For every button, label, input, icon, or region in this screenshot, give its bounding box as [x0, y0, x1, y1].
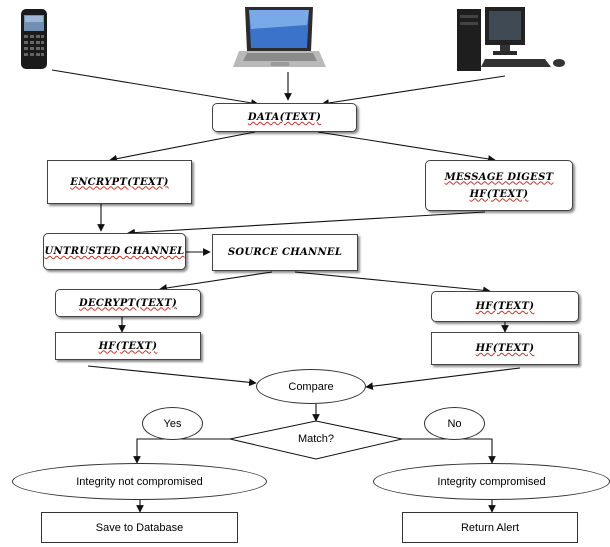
laptop-icon [233, 5, 327, 73]
hf-text-right-top-box: HF(TEXT) [431, 291, 579, 322]
message-digest-box: MESSAGE DIGEST HF(TEXT) [425, 160, 573, 211]
no-label: No [447, 417, 462, 430]
arrow-hf-left-to-compare [87, 365, 257, 387]
match-label: Match? [297, 433, 335, 445]
integrity-not-compromised-label: Integrity not compromised [76, 475, 203, 488]
compare-label: Compare [288, 380, 334, 393]
source-channel-box: SOURCE CHANNEL [212, 234, 358, 271]
arrow-data-to-encrypt [109, 131, 256, 163]
match-decision-diamond [229, 420, 403, 460]
hf-text-left-label: HF(TEXT) [98, 340, 158, 352]
hf-text-right-bottom-box: HF(TEXT) [431, 332, 579, 365]
message-digest-label: MESSAGE DIGEST [444, 171, 554, 183]
data-text-label: DATA(TEXT) [247, 112, 322, 123]
untrusted-channel-label: UNTRUSTED CHANNEL [44, 246, 185, 257]
match-label-box: Match? [270, 429, 362, 449]
arrow-source-to-decrypt [159, 271, 273, 292]
decrypt-text-box: DECRYPT(TEXT) [55, 289, 201, 317]
integrity-not-compromised-ellipse: Integrity not compromised [12, 463, 267, 500]
yes-branch-line [133, 438, 230, 464]
hf-text-left-box: HF(TEXT) [55, 332, 201, 360]
save-to-database-label: Save to Database [95, 521, 184, 534]
yes-label: Yes [163, 417, 182, 430]
source-channel-label: SOURCE CHANNEL [227, 247, 343, 258]
encrypt-text-box: ENCRYPT(TEXT) [47, 160, 192, 204]
arrow-digest-to-untrusted [127, 211, 486, 237]
arrow-desktop-to-data [321, 75, 506, 107]
compare-ellipse: Compare [256, 369, 366, 404]
message-digest-hf-label: HF(TEXT) [469, 188, 529, 200]
phone-icon [20, 8, 48, 70]
data-text-box: DATA(TEXT) [212, 103, 357, 132]
integrity-compromised-label: Integrity compromised [437, 475, 546, 488]
save-to-database-box: Save to Database [41, 512, 238, 543]
arrow-source-to-hf-right [294, 271, 491, 295]
hf-text-right-top-label: HF(TEXT) [475, 301, 535, 312]
arrow-phone-to-data [51, 69, 259, 107]
arrow-hf-right-to-compare [365, 367, 521, 390]
no-ellipse: No [424, 407, 485, 440]
no-branch-line [402, 438, 496, 464]
yes-ellipse: Yes [142, 407, 203, 440]
return-alert-label: Return Alert [460, 521, 520, 534]
return-alert-box: Return Alert [402, 512, 578, 543]
arrow-data-to-digest [317, 131, 496, 163]
decrypt-text-label: DECRYPT(TEXT) [79, 297, 177, 309]
hf-text-right-bottom-label: HF(TEXT) [475, 343, 535, 354]
untrusted-channel-box: UNTRUSTED CHANNEL [43, 233, 186, 270]
desktop-computer-icon [455, 5, 570, 77]
integrity-compromised-ellipse: Integrity compromised [373, 463, 610, 500]
encrypt-text-label: ENCRYPT(TEXT) [70, 176, 169, 188]
